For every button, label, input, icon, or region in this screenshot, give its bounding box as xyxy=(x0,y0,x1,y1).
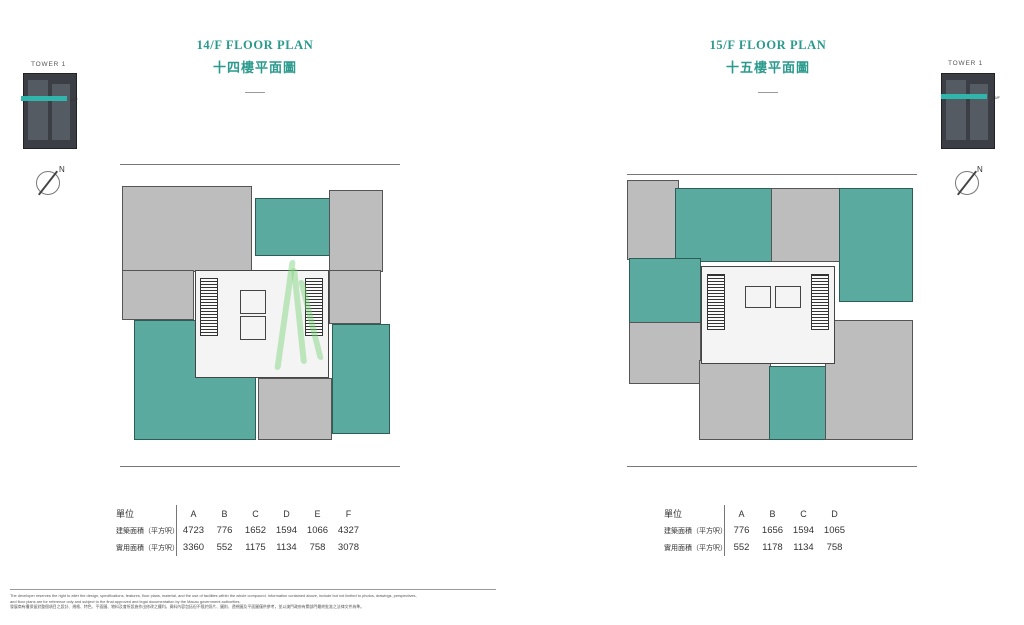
row-label: 建築面積（平方呎） xyxy=(664,526,727,535)
unit-grey-block xyxy=(825,320,913,440)
table-header-unit: 單位 xyxy=(116,510,135,520)
disclaimer-line: and floor plans are for reference only a… xyxy=(10,598,241,604)
table-row: 建築面積（平方呎） 776 1656 1594 1065 xyxy=(664,522,850,539)
right-floor-indicator xyxy=(941,94,987,99)
table-cell: 3360 xyxy=(182,542,205,553)
left-floor-indicator xyxy=(21,96,67,101)
unit-col-header: A xyxy=(190,508,197,519)
unit-grey-block xyxy=(329,190,383,272)
unit-grey-block xyxy=(699,360,771,440)
unit-grey-block xyxy=(771,188,841,262)
lift-shaft xyxy=(775,286,801,308)
disclaimer: The developer reserves the right to alte… xyxy=(10,593,496,610)
left-compass-icon xyxy=(36,170,60,196)
unit-col-header: D xyxy=(831,508,838,519)
disclaimer-line: 發展商有權保留對整個項目之設計、規格、特色、平面圖、物料及會所設施作出修改之權利… xyxy=(10,604,365,609)
unit-col-header: C xyxy=(800,508,807,519)
right-compass-icon xyxy=(955,170,979,196)
table-cell: 552 xyxy=(733,542,750,553)
table-row: 實用面積（平方呎） 552 1178 1134 758 xyxy=(664,539,850,556)
unit-col-header: B xyxy=(769,508,776,519)
disclaimer-rule xyxy=(10,589,496,590)
left-tower-label: TOWER 1 xyxy=(31,61,67,68)
unit-col-header: C xyxy=(252,508,259,519)
unit-col-header: E xyxy=(314,508,321,519)
table-cell: 552 xyxy=(216,542,233,553)
unit-col-header: D xyxy=(283,508,290,519)
left-floor-tag: 14/F xyxy=(70,97,79,102)
unit-grey-block xyxy=(122,270,194,320)
table-cell: 1134 xyxy=(793,542,814,553)
lift-shaft xyxy=(240,316,266,340)
table-cell: 1065 xyxy=(823,525,846,536)
unit-grey-block xyxy=(122,186,252,272)
right-floor-tag: 15/F xyxy=(992,95,1001,100)
stair-icon xyxy=(200,278,218,336)
unit-teal-block xyxy=(675,188,773,262)
table-cell: 1175 xyxy=(245,542,266,553)
table-row: 建築面積（平方呎） 4723 776 1652 1594 1066 4327 xyxy=(116,522,364,539)
right-tower-label: TOWER 1 xyxy=(948,60,984,67)
right-tower-image xyxy=(941,73,995,149)
table-cell: 1594 xyxy=(792,525,815,536)
table-cell: 3078 xyxy=(337,542,360,553)
unit-col-header: B xyxy=(221,508,228,519)
left-title-rule xyxy=(245,92,265,93)
lift-shaft xyxy=(745,286,771,308)
unit-teal-block xyxy=(332,324,390,434)
unit-grey-block xyxy=(627,180,679,260)
table-cell: 4327 xyxy=(337,525,360,536)
table-cell: 776 xyxy=(733,525,750,536)
unit-col-header: A xyxy=(738,508,745,519)
row-label: 實用面積（平方呎） xyxy=(116,543,179,552)
table-cell: 758 xyxy=(826,542,843,553)
left-title-en: 14/F FLOOR PLAN xyxy=(196,38,314,52)
right-floor-plan xyxy=(615,170,925,470)
unit-teal-block xyxy=(839,188,913,302)
disclaimer-line: The developer reserves the right to alte… xyxy=(10,593,417,598)
lift-shaft xyxy=(240,290,266,314)
unit-grey-block xyxy=(329,270,381,324)
unit-grey-block xyxy=(258,378,332,440)
table-cell: 1178 xyxy=(762,542,783,553)
table-cell: 4723 xyxy=(182,525,205,536)
unit-teal-block xyxy=(255,198,331,256)
left-floor-plan xyxy=(100,160,410,467)
table-cell: 1134 xyxy=(276,542,297,553)
left-compass-n: N xyxy=(59,165,65,174)
right-title-en: 15/F FLOOR PLAN xyxy=(709,38,827,52)
unit-col-header: F xyxy=(345,508,352,519)
left-area-table: 單位 A B C D E F 建築面積（平方呎） 4723 776 1652 1… xyxy=(116,505,364,556)
right-area-table: 單位 A B C D 建築面積（平方呎） 776 1656 1594 1065 … xyxy=(664,505,850,556)
left-tower-image xyxy=(23,73,77,149)
right-title-zh: 十五樓平面圖 xyxy=(725,61,810,76)
row-label: 建築面積（平方呎） xyxy=(116,526,179,535)
table-cell: 758 xyxy=(309,542,326,553)
left-title-zh: 十四樓平面圖 xyxy=(212,61,297,76)
row-label: 實用面積（平方呎） xyxy=(664,543,727,552)
right-compass-n: N xyxy=(977,165,983,174)
stair-icon xyxy=(811,274,829,330)
stair-icon xyxy=(305,278,323,336)
unit-grey-block xyxy=(629,322,701,384)
table-header-unit: 單位 xyxy=(664,510,683,520)
table-cell: 1656 xyxy=(761,525,784,536)
right-title-rule xyxy=(758,92,778,93)
stair-icon xyxy=(707,274,725,330)
table-cell: 1594 xyxy=(275,525,298,536)
unit-teal-block xyxy=(629,258,701,324)
table-cell: 776 xyxy=(216,525,233,536)
table-cell: 1066 xyxy=(306,525,329,536)
table-row: 實用面積（平方呎） 3360 552 1175 1134 758 3078 xyxy=(116,539,364,556)
table-cell: 1652 xyxy=(244,525,267,536)
